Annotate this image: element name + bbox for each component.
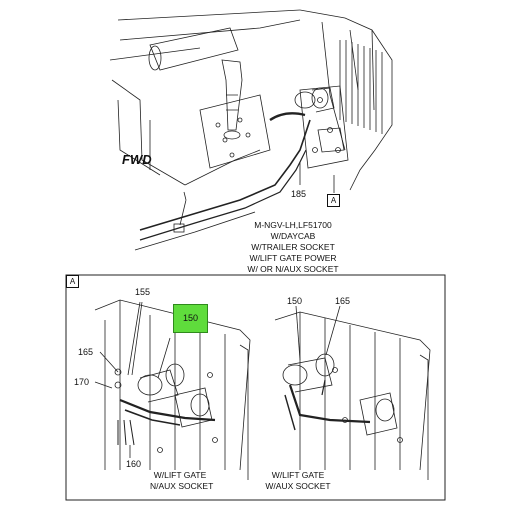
detail-right-illustration: [274, 305, 431, 480]
detail-left-illustration: [94, 299, 251, 480]
callout-165-left: 165: [78, 347, 94, 357]
view-a-tag-top: A: [327, 194, 340, 207]
top-cab-frame-illustration: [109, 9, 393, 251]
right-caption-line-1: W/LIFT GATE: [271, 470, 325, 480]
note-line-4: W/LIFT GATE POWER: [249, 253, 337, 263]
left-caption: W/LIFT GATE N/AUX SOCKET: [150, 470, 214, 492]
callout-160: 160: [126, 459, 142, 469]
callout-185: 185: [291, 189, 307, 199]
callout-170: 170: [74, 377, 90, 387]
detail-view-a-frame: [65, 274, 446, 501]
callout-165-right: 165: [335, 296, 351, 306]
view-a-tag-detail: A: [66, 275, 79, 288]
right-caption: W/LIFT GATE W/AUX SOCKET: [262, 470, 334, 492]
callout-150-highlighted[interactable]: 150: [173, 304, 208, 333]
applicability-note: M-NGV-LH,LF51700 W/DAYCAB W/TRAILER SOCK…: [238, 220, 348, 275]
right-caption-line-2: W/AUX SOCKET: [265, 481, 331, 491]
left-caption-line-1: W/LIFT GATE: [153, 470, 207, 480]
note-line-3: W/TRAILER SOCKET: [251, 242, 335, 252]
left-caption-line-2: N/AUX SOCKET: [150, 481, 214, 491]
note-line-2: W/DAYCAB: [270, 231, 316, 241]
callout-155: 155: [135, 287, 151, 297]
note-line-1: M-NGV-LH,LF51700: [254, 220, 332, 230]
callout-150-right: 150: [287, 296, 303, 306]
note-line-5: W/ OR N/AUX SOCKET: [247, 264, 339, 274]
fwd-direction-label: FWD: [122, 152, 152, 167]
